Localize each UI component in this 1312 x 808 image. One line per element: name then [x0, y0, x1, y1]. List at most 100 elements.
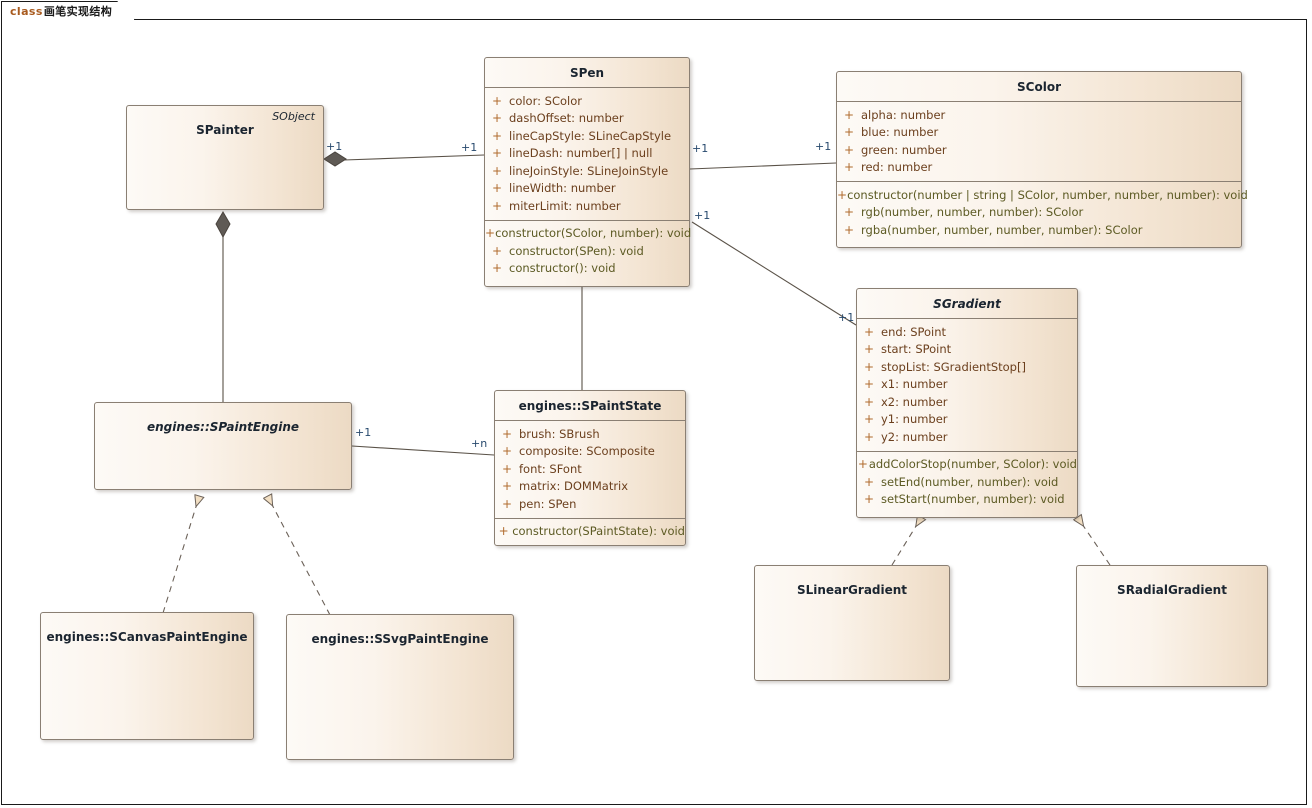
visibility-marker: +: [843, 222, 855, 237]
visibility-marker: +: [843, 142, 855, 157]
visibility-marker: +: [491, 146, 503, 161]
visibility-marker: +: [843, 125, 855, 140]
attribute-row: + font: SFont: [495, 460, 685, 478]
attribute-text: green: number: [861, 142, 947, 157]
attribute-row: +blue: number: [837, 124, 1241, 142]
diagram-title-tab: class 画笔实现结构: [1, 1, 135, 20]
visibility-marker: +: [863, 412, 875, 427]
attribute-text: y1: number: [881, 412, 948, 427]
attributes-section-scolor: +alpha: number +blue: number +green: num…: [837, 102, 1241, 181]
class-title-slineargradient: SLinearGradient: [755, 566, 949, 697]
visibility-marker: +: [501, 461, 513, 476]
class-title-ssvgpaintengine: engines::SSvgPaintEngine: [287, 615, 513, 776]
visibility-marker: +: [491, 198, 503, 213]
visibility-marker: +: [491, 128, 503, 143]
attribute-row: + red: number: [837, 159, 1241, 177]
class-box-spen[interactable]: SPen +color: SColor +dashOffset: number …: [484, 57, 692, 287]
attribute-row: +composite: SComposite: [495, 443, 685, 461]
operations-section-scolor: +constructor(number | string | SColor, n…: [837, 182, 1248, 244]
class-box-ssvgpaintengine[interactable]: engines::SSvgPaintEngine: [286, 614, 514, 760]
class-title-spaintstate: engines::SPaintState: [495, 391, 685, 420]
class-box-slineargradient[interactable]: SLinearGradient: [754, 565, 950, 681]
attribute-row: +lineDash: number[] | null: [485, 145, 689, 163]
class-title-scolor: SColor: [837, 72, 1241, 101]
divider: [857, 318, 1077, 319]
class-name-spaintstate: engines::SPaintState: [518, 398, 662, 413]
attributes-section-spaintstate: +brush: SBrush +composite: SComposite + f…: [495, 421, 685, 518]
visibility-marker: +: [491, 243, 503, 258]
operation-text: constructor(SPaintState): void: [512, 524, 685, 539]
visibility-marker: +: [843, 160, 855, 175]
class-title-spainter: SObject SPainter: [127, 106, 323, 226]
class-box-spaintengine[interactable]: engines::SPaintEngine: [94, 402, 352, 490]
attribute-row: + lineCapStyle: SLineCapStyle: [485, 127, 689, 145]
operation-text: constructor(SColor, number): void: [495, 226, 692, 241]
attribute-row: + y1: number: [857, 411, 1077, 429]
visibility-marker: +: [863, 429, 875, 444]
class-name-spaintengine: engines::SPaintEngine: [146, 420, 300, 434]
class-box-sgradient[interactable]: SGradient +end: SPoint +start: SPoint +s…: [856, 288, 1078, 518]
class-name-scolor: SColor: [1017, 79, 1061, 94]
operation-row: +constructor(SColor, number): void: [485, 225, 692, 243]
visibility-marker: +: [863, 377, 875, 392]
operation-text: setEnd(number, number): void: [881, 474, 1059, 489]
class-box-spainter[interactable]: SObject SPainter: [126, 105, 324, 210]
class-stereotype-spainter: SObject: [272, 110, 315, 123]
visibility-marker: +: [485, 226, 496, 241]
class-box-sradialgradient[interactable]: SRadialGradient: [1076, 565, 1268, 687]
attribute-text: lineJoinStyle: SLineJoinStyle: [509, 163, 669, 178]
attribute-text: red: number: [861, 160, 933, 175]
visibility-marker: +: [857, 457, 868, 472]
visibility-marker: +: [501, 496, 513, 511]
operation-row: +constructor(): void: [485, 260, 689, 278]
divider: [857, 450, 1077, 452]
attribute-row: +end: SPoint: [857, 323, 1077, 341]
visibility-marker: +: [863, 474, 875, 489]
operation-row: + setEnd(number, number): void: [857, 473, 1077, 491]
visibility-marker: +: [863, 394, 875, 409]
multiplicity-engine-state-target: +n: [471, 437, 488, 450]
visibility-marker: +: [491, 163, 503, 178]
visibility-marker: +: [498, 524, 509, 539]
operation-text: addColorStop(number, SColor): void: [868, 457, 1077, 472]
divider: [485, 87, 689, 88]
visibility-marker: +: [501, 444, 513, 459]
visibility-marker: +: [863, 492, 875, 507]
class-name-sgradient: SGradient: [933, 296, 1001, 311]
attribute-row: +alpha: number: [837, 106, 1241, 124]
attributes-section-spen: +color: SColor +dashOffset: number +line…: [485, 88, 689, 220]
attribute-text: dashOffset: number: [509, 111, 624, 126]
attribute-row: +brush: SBrush: [495, 425, 685, 443]
attribute-row: + start: SPoint: [857, 341, 1077, 359]
attribute-text: color: SColor: [509, 93, 582, 108]
visibility-marker: +: [491, 93, 503, 108]
attribute-text: start: SPoint: [881, 342, 952, 357]
operation-text: constructor(SPen): void: [509, 243, 644, 258]
attribute-text: alpha: number: [861, 107, 946, 122]
class-title-sgradient: SGradient: [857, 289, 1077, 318]
operation-row: +constructor(number | string | SColor, n…: [837, 186, 1248, 204]
visibility-marker: +: [863, 342, 875, 357]
attribute-text: x1: number: [881, 377, 948, 392]
attribute-text: y2: number: [881, 429, 948, 444]
class-name-slineargradient: SLinearGradient: [796, 583, 908, 597]
divider: [837, 181, 1241, 182]
divider: [495, 420, 685, 421]
visibility-marker: +: [863, 324, 875, 339]
class-name-spen: SPen: [569, 65, 605, 80]
attribute-text: lineCapStyle: SLineCapStyle: [509, 128, 672, 143]
attribute-row: + lineJoinStyle: SLineJoinStyle: [485, 162, 689, 180]
class-box-spaintstate[interactable]: engines::SPaintState +brush: SBrush +com…: [494, 390, 686, 546]
class-name-ssvgpaintengine: engines::SSvgPaintEngine: [311, 632, 489, 646]
attribute-row: +miterLimit: number: [485, 197, 689, 215]
attributes-section-sgradient: +end: SPoint +start: SPoint +stopList: S…: [857, 319, 1077, 451]
attribute-text: font: SFont: [519, 461, 582, 476]
class-title-spaintengine: engines::SPaintEngine: [95, 403, 351, 506]
operation-row: +setStart(number, number): void: [857, 491, 1077, 509]
class-box-scolor[interactable]: SColor +alpha: number +blue: number +gre…: [836, 71, 1248, 248]
class-name-scanvaspaintengine: engines::SCanvasPaintEngine: [46, 630, 248, 644]
class-box-scanvaspaintengine[interactable]: engines::SCanvasPaintEngine: [40, 612, 254, 740]
operation-text: rgba(number, number, number, number): SC…: [861, 222, 1143, 237]
operation-row: + constructor(SPen): void: [485, 242, 689, 260]
